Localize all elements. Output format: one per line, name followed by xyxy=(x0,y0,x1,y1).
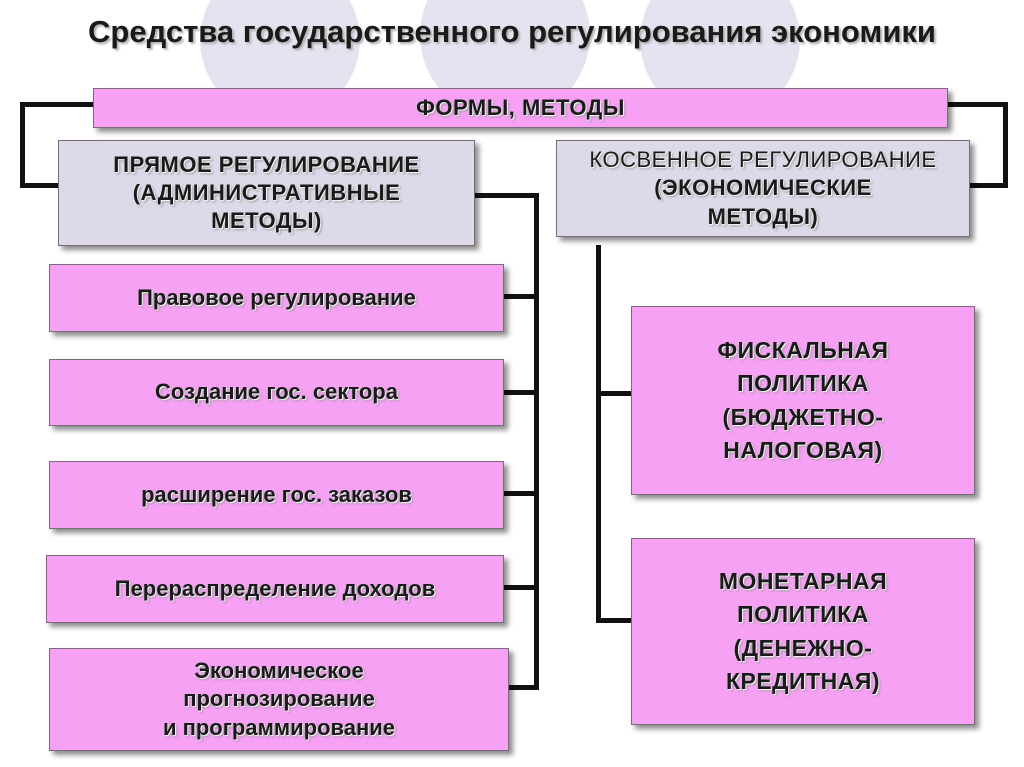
connector-right-top xyxy=(946,102,1008,107)
direct-regulation-box: ПРЯМОЕ РЕГУЛИРОВАНИЕ (АДМИНИСТРАТИВНЫЕ М… xyxy=(58,140,475,246)
connector-right-vertical xyxy=(1003,102,1008,188)
monetary-policy-line-4: КРЕДИТНАЯ) xyxy=(725,667,881,694)
direct-item-label-line-2: прогнозирование xyxy=(183,686,375,712)
fiscal-policy-line-3: (БЮДЖЕТНО- xyxy=(722,403,884,430)
direct-item-income-redistribution: Перераспределение доходов xyxy=(46,555,504,623)
direct-item-label: Перераспределение доходов xyxy=(114,575,436,601)
monetary-policy-line-2: ПОЛИТИКА xyxy=(737,601,869,628)
connector-left-vertical xyxy=(20,102,25,188)
indirect-regulation-line-1: КОСВЕННОЕ РЕГУЛИРОВАНИЕ xyxy=(589,147,937,173)
direct-spine xyxy=(534,193,539,690)
indirect-regulation-line-2: (ЭКОНОМИЧЕСКИЕ xyxy=(654,175,872,201)
connector-right-bottom xyxy=(968,183,1008,188)
direct-item-label-line-3: и программирование xyxy=(162,714,396,740)
direct-item-label: Создание гос. сектора xyxy=(155,379,398,405)
direct-branch-4 xyxy=(504,585,539,590)
indirect-regulation-box: КОСВЕННОЕ РЕГУЛИРОВАНИЕ (ЭКОНОМИЧЕСКИЕ М… xyxy=(556,140,970,237)
direct-branch-5 xyxy=(509,685,539,690)
direct-spine-top xyxy=(474,193,539,198)
direct-branch-1 xyxy=(504,294,539,299)
direct-item-state-orders: расширение гос. заказов xyxy=(49,461,504,529)
indirect-spine xyxy=(596,245,601,623)
direct-branch-3 xyxy=(504,491,539,496)
monetary-policy-line-1: МОНЕТАРНАЯ xyxy=(718,567,888,594)
monetary-policy-line-3: (ДЕНЕЖНО- xyxy=(733,634,873,661)
indirect-branch-1 xyxy=(596,391,634,396)
direct-item-forecasting: Экономическое прогнозирование и программ… xyxy=(49,648,509,751)
monetary-policy-box: МОНЕТАРНАЯ ПОЛИТИКА (ДЕНЕЖНО- КРЕДИТНАЯ) xyxy=(631,538,975,725)
forms-methods-header: ФОРМЫ, МЕТОДЫ xyxy=(93,88,948,128)
indirect-regulation-line-3: МЕТОДЫ) xyxy=(707,203,819,229)
forms-methods-label: ФОРМЫ, МЕТОДЫ xyxy=(416,94,625,120)
connector-left-bottom xyxy=(20,183,60,188)
fiscal-policy-line-1: ФИСКАЛЬНАЯ xyxy=(717,336,889,363)
direct-item-legal-regulation: Правовое регулирование xyxy=(49,264,504,332)
direct-regulation-line-1: ПРЯМОЕ РЕГУЛИРОВАНИЕ xyxy=(113,151,420,177)
connector-left-top xyxy=(20,102,94,107)
fiscal-policy-line-4: НАЛОГОВАЯ) xyxy=(723,436,883,463)
direct-item-label: расширение гос. заказов xyxy=(141,481,412,507)
fiscal-policy-line-2: ПОЛИТИКА xyxy=(737,370,869,397)
indirect-branch-2 xyxy=(596,618,634,623)
direct-item-state-sector: Создание гос. сектора xyxy=(49,359,504,426)
direct-item-label: Правовое регулирование xyxy=(137,284,416,310)
diagram-title: Средства государственного регулирования … xyxy=(88,14,936,49)
direct-regulation-line-2: (АДМИНИСТРАТИВНЫЕ xyxy=(132,179,401,205)
direct-regulation-line-3: МЕТОДЫ) xyxy=(211,208,322,234)
direct-item-label-line-1: Экономическое xyxy=(194,658,364,684)
fiscal-policy-box: ФИСКАЛЬНАЯ ПОЛИТИКА (БЮДЖЕТНО- НАЛОГОВАЯ… xyxy=(631,306,975,495)
direct-branch-2 xyxy=(504,390,539,395)
